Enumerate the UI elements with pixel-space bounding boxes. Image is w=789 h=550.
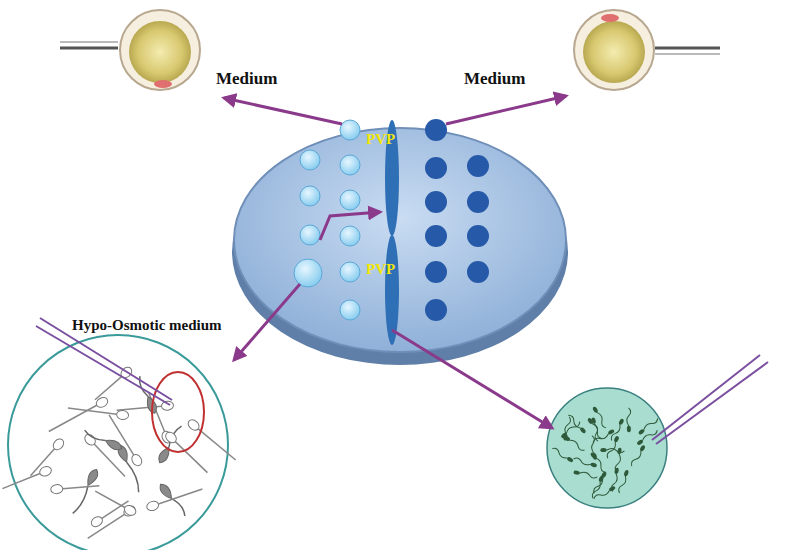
transfer-arrow: [392, 330, 552, 428]
pvp-side-droplets: [425, 119, 489, 321]
sperm-cell: [93, 487, 137, 517]
medium-droplet: [340, 226, 360, 246]
sperm-cell: [610, 418, 625, 441]
injection-pipette: [36, 326, 170, 405]
pvp-droplet: [425, 225, 447, 247]
pvp-view: [547, 388, 667, 508]
dish-surface: [234, 128, 566, 352]
hypo-osmotic-label: Hypo-Osmotic medium: [72, 318, 222, 333]
sperm-cell: [27, 437, 66, 479]
pvp-droplet: [425, 119, 447, 141]
pvp-droplet: [467, 191, 489, 213]
medium-droplet: [340, 190, 360, 210]
sperm-cell: [50, 481, 99, 494]
sperm-cell: [593, 485, 616, 500]
sperm-cell: [573, 470, 598, 479]
pvp-droplet: [425, 299, 447, 321]
medium-droplet: [294, 259, 322, 287]
sperm-cell: [592, 471, 607, 494]
pvp-droplet: [425, 261, 447, 283]
sperm-cell: [156, 424, 185, 465]
sperm-cell: [69, 468, 100, 516]
medium-label: Medium: [464, 70, 525, 87]
pvp-droplet: [425, 157, 447, 179]
medium-droplet: [340, 300, 360, 320]
injection-pipette: [652, 355, 760, 440]
pvp-droplet: [467, 155, 489, 177]
sperm-cell: [590, 452, 608, 474]
medium-droplet: [300, 225, 320, 245]
pvp-label: PVP: [366, 262, 395, 277]
pvp-streak: [385, 235, 399, 345]
transfer-arrow: [224, 98, 342, 124]
sperm-cell: [146, 485, 204, 512]
pvp-droplet: [467, 261, 489, 283]
sperm-cell: [116, 444, 142, 494]
sperm-cell: [627, 408, 631, 432]
sperm-cell: [85, 504, 137, 542]
sperm-cell: [1, 465, 53, 493]
sperm-cell: [592, 406, 608, 429]
injection-pipette: [656, 362, 768, 444]
pvp-label: PVP: [366, 132, 395, 147]
sperm-cell: [551, 447, 574, 463]
transfer-arrow: [446, 96, 566, 124]
sperm-cell: [638, 417, 659, 436]
sperm-cell: [591, 417, 600, 442]
sperm-cell: [83, 427, 124, 453]
sperm-cell: [611, 467, 619, 492]
pvp-droplet: [425, 191, 447, 213]
sperm-cell: [591, 475, 604, 499]
medium-droplet: [300, 186, 320, 206]
medium-droplet: [300, 150, 320, 170]
transfer-arrow: [234, 284, 300, 360]
sperm-cell: [47, 396, 110, 436]
sperm-cell: [186, 418, 238, 464]
swollen-sperm: [1, 365, 239, 542]
pvp-droplet: [467, 225, 489, 247]
sperm-cell: [606, 435, 620, 459]
oocyte-left: [60, 10, 200, 90]
medium-label: Medium: [216, 70, 277, 87]
sperm-cell: [164, 430, 211, 476]
selected-sperm-ring: [152, 372, 204, 452]
oocyte-right: [574, 10, 720, 90]
pvp-sperm: [551, 406, 659, 501]
sperm-cell: [630, 444, 646, 467]
sperm-cell: [618, 469, 630, 493]
sperm-cell: [560, 420, 581, 439]
sperm-cell: [67, 403, 129, 420]
medium-droplet: [340, 120, 360, 140]
transfer-arrow: [320, 212, 380, 240]
medium-droplet: [340, 262, 360, 282]
sperm-cell: [157, 482, 188, 519]
medium-droplet: [340, 155, 360, 175]
